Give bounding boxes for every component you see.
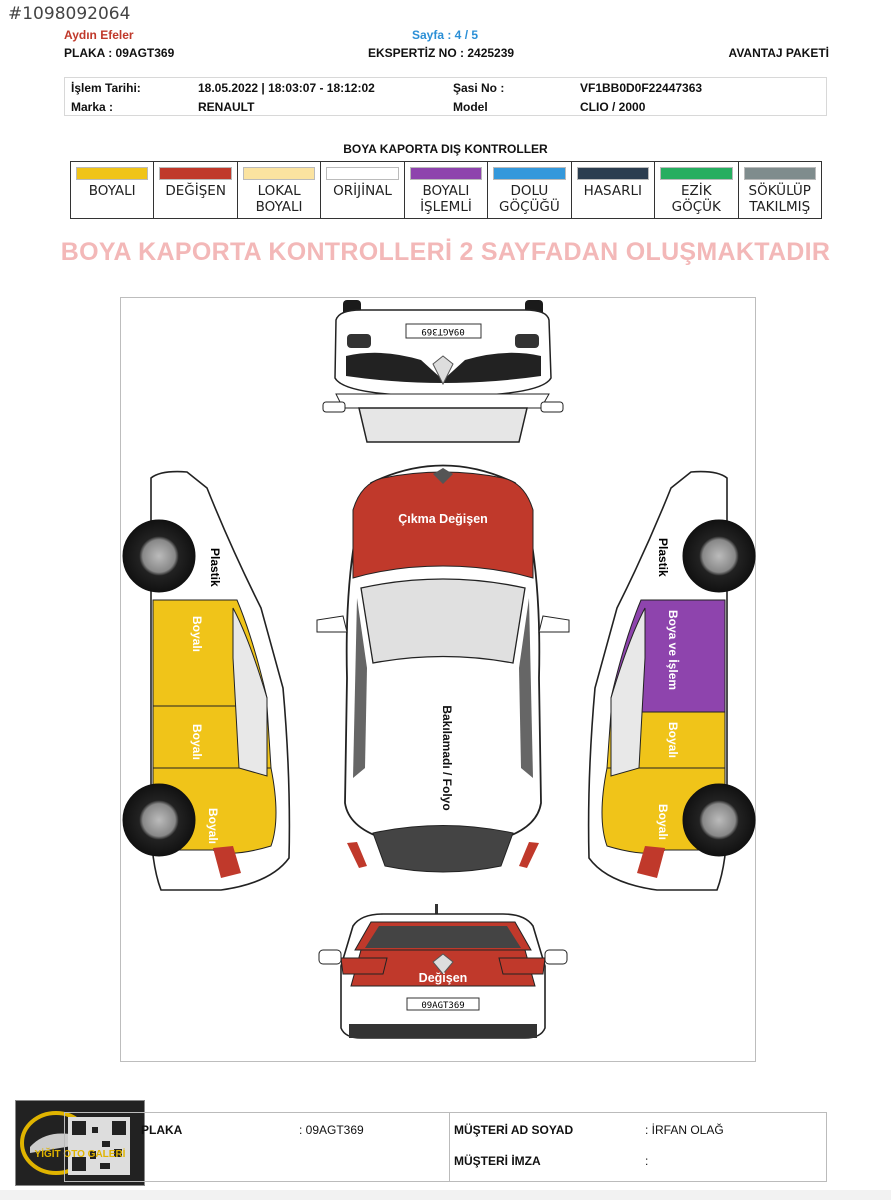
date-value: 18.05.2022 | 18:03:07 - 18:12:02 <box>198 81 375 95</box>
hood-panel <box>352 471 534 579</box>
legend-label-line1: EZİK <box>680 183 712 199</box>
customer-signature-value: : <box>645 1154 649 1168</box>
legend-swatch <box>743 167 816 180</box>
logo-text: YİĞİT OTO GALERİ <box>35 1147 126 1160</box>
legend-swatch <box>326 167 399 180</box>
legend-swatch <box>159 167 232 180</box>
left-bumper-label: Plastik <box>208 548 222 587</box>
front-view: 09AGT369 <box>322 300 564 443</box>
customer-name-value: : İRFAN OLAĞ <box>645 1123 724 1137</box>
model-value: CLIO / 2000 <box>580 100 646 114</box>
legend-swatch <box>493 167 566 180</box>
legend-label-line1: DEĞİŞEN <box>165 183 226 199</box>
legend-label-line2: GÖÇÜK <box>671 199 721 215</box>
brand-value: RENAULT <box>198 100 255 114</box>
right-bumper-label: Plastik <box>656 538 670 577</box>
footer-plate-value: : 09AGT369 <box>299 1123 364 1137</box>
front-plate-text: 09AGT369 <box>421 326 464 336</box>
legend-swatch <box>660 167 733 180</box>
wheel-icon <box>682 783 756 857</box>
wheel-icon <box>122 783 196 857</box>
legend-item: DEĞİŞEN <box>154 162 238 218</box>
left-front-door-label: Boyalı <box>190 616 204 652</box>
renault-logo-icon <box>432 355 454 386</box>
right-side-view: Plastik Boya ve İşlem Boyalı Boyalı <box>587 470 756 891</box>
legend-swatch <box>76 167 149 180</box>
legend-label-line1: DOLU <box>510 183 549 199</box>
legend-item: ORİJİNAL <box>321 162 405 218</box>
left-rear-door-label: Boyalı <box>190 724 204 760</box>
legend-label-line1: SÖKÜLÜP <box>748 183 811 199</box>
legend-label-line1: BOYALI <box>88 183 136 199</box>
car-damage-diagram: 09AGT369 Çıkma Değişen Bakılamad <box>120 297 756 1062</box>
listing-id: #1098092064 <box>8 4 131 24</box>
legend-label: ORİJİNAL <box>321 183 403 199</box>
legend-swatch <box>409 167 483 180</box>
legend-label-line2: GÖÇÜĞÜ <box>499 199 560 215</box>
legend-item: BOYALI <box>71 162 155 218</box>
customer-name-label: MÜŞTERİ AD SOYAD <box>454 1123 574 1137</box>
legend-swatch <box>576 167 650 180</box>
info-banner: BOYA KAPORTA KONTROLLERİ 2 SAYFADAN OLUŞ… <box>60 238 831 266</box>
rear-view: Değişen 09AGT369 <box>318 904 568 1039</box>
legend-label-line2: İŞLEMLİ <box>420 199 472 215</box>
left-side-view: Plastik Boyalı Boyalı Boyalı <box>122 470 291 891</box>
car-logo-icon: YİĞİT OTO GALERİ <box>20 1111 130 1175</box>
legend-title: BOYA KAPORTA DIŞ KONTROLLER <box>343 142 548 156</box>
header-plate: PLAKA : 09AGT369 <box>64 46 175 60</box>
right-rear-door-label: Boyalı <box>666 722 680 758</box>
roof-label: Bakılamadı / Folyo <box>440 705 454 810</box>
legend-label-line1: BOYALI <box>422 183 470 199</box>
legend-label: BOYALI <box>71 183 153 199</box>
bottom-strip <box>0 1190 891 1200</box>
legend-label-line2: BOYALI <box>255 199 303 215</box>
wheel-icon <box>682 519 756 593</box>
brand-label: Marka : <box>71 100 114 114</box>
legend-item: HASARLI <box>572 162 656 218</box>
customer-signature-label: MÜŞTERİ İMZA <box>454 1154 541 1168</box>
hood-label: Çıkma Değişen <box>398 512 488 526</box>
renault-logo-icon <box>432 953 454 975</box>
legend-swatch <box>242 167 316 180</box>
left-rear-fender-label: Boyalı <box>206 808 220 844</box>
dealer-logo: YİĞİT OTO GALERİ <box>15 1100 145 1186</box>
wheel-icon <box>122 519 196 593</box>
legend-label-line1: HASARLI <box>583 183 642 199</box>
date-label: İşlem Tarihi: <box>71 81 141 95</box>
page-number: Sayfa : 4 / 5 <box>412 28 479 42</box>
legend-label: HASARLI <box>572 183 654 199</box>
legend-label-line2: TAKILMIŞ <box>749 199 811 215</box>
vehicle-info-box: İşlem Tarihi: 18.05.2022 | 18:03:07 - 18… <box>64 77 827 116</box>
legend-label: DEĞİŞEN <box>154 183 236 199</box>
expertiz-number: EKSPERTİZ NO : 2425239 <box>368 46 515 60</box>
right-rear-fender-label: Boyalı <box>656 804 670 840</box>
legend-label-line1: ORİJİNAL <box>333 183 392 199</box>
footer-plate-label: PLAKA <box>141 1123 183 1137</box>
legend-label-line1: LOKAL <box>257 183 301 199</box>
chassis-value: VF1BB0D0F22447363 <box>580 81 703 95</box>
model-label: Model <box>453 100 488 114</box>
branch-name: Aydın Efeler <box>64 28 134 42</box>
top-view: Çıkma Değişen Bakılamadı / Folyo <box>316 464 570 873</box>
customer-info-box: PLAKA : 09AGT369 MÜŞTERİ AD SOYAD : İRFA… <box>64 1112 827 1182</box>
rear-plate-text: 09AGT369 <box>421 1001 464 1011</box>
car-diagram-svg: 09AGT369 Çıkma Değişen Bakılamad <box>122 300 756 1039</box>
package-name: AVANTAJ PAKETİ <box>728 46 829 60</box>
right-front-door-label: Boya ve İşlem <box>666 610 681 690</box>
chassis-label: Şasi No : <box>453 81 505 95</box>
trunk-label: Değişen <box>419 971 468 985</box>
